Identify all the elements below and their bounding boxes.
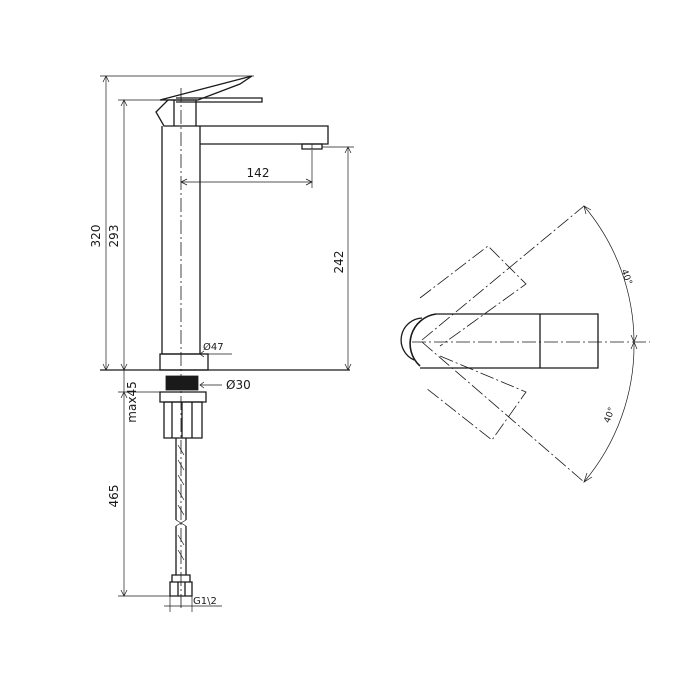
- spout-arm: [196, 125, 329, 145]
- label-320: 320: [89, 225, 103, 248]
- mounting-washer: [159, 391, 207, 403]
- angle-label-upper: 40°: [618, 268, 633, 286]
- mounting-gasket: [165, 375, 199, 391]
- label-142: 142: [247, 166, 270, 180]
- angle-arc-upper: [583, 205, 635, 343]
- dimension-labels: 320 293 142 242 Ø47 Ø30 max45 465 G1\2: [89, 166, 346, 607]
- flex-hose: [175, 438, 187, 575]
- handle-cartridge: [155, 99, 197, 127]
- side-view: [100, 75, 350, 610]
- ghost-lever-lower: [425, 355, 527, 441]
- base-ring: [159, 353, 209, 371]
- top-base-arc: [409, 313, 437, 367]
- angle-arc-lower: [583, 341, 635, 483]
- ghost-lever-upper: [419, 245, 527, 347]
- label-max45: max45: [125, 381, 139, 422]
- handle-top: [176, 97, 263, 103]
- label-diameter-47: Ø47: [203, 341, 224, 353]
- label-293: 293: [107, 225, 121, 248]
- upper-rotation-axis: [421, 205, 585, 341]
- dimension-lines: [100, 75, 354, 612]
- top-view: 40° 40°: [400, 205, 650, 483]
- handle-lever: [159, 75, 253, 101]
- label-thread: G1\2: [193, 596, 217, 607]
- angle-label-lower: 40°: [603, 406, 618, 424]
- aerator: [301, 143, 323, 150]
- label-465: 465: [107, 485, 121, 508]
- label-diameter-30: Ø30: [226, 378, 251, 392]
- lower-rotation-axis: [421, 341, 585, 483]
- mounting-nut: [163, 401, 203, 439]
- label-242: 242: [332, 251, 346, 274]
- top-base-arc-inner: [400, 317, 423, 361]
- top-lever: [420, 313, 599, 369]
